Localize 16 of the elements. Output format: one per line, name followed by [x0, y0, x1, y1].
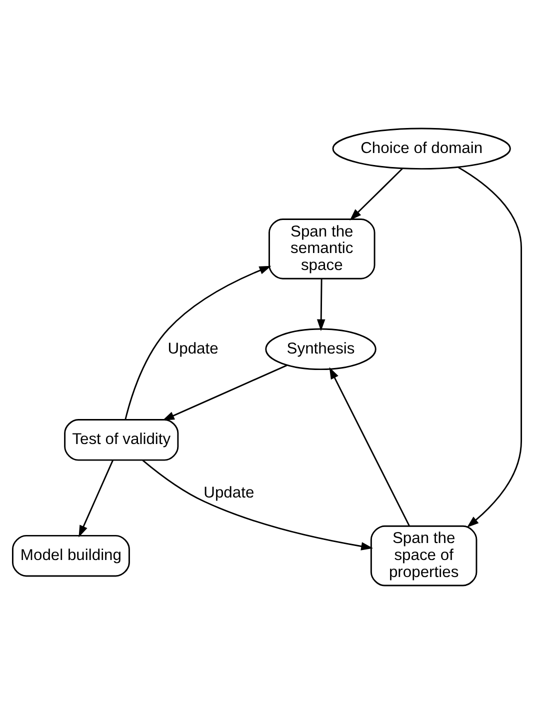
arrow [316, 278, 326, 332]
node-box: Model building [12, 534, 130, 577]
arrow [329, 367, 410, 526]
arrow [350, 168, 403, 220]
arrow [458, 166, 522, 528]
edge-label: Update [204, 484, 254, 502]
node-box: Test of validity [64, 419, 179, 461]
arrow [78, 460, 114, 538]
arrow [142, 460, 374, 550]
node-box: Span the space of properties [370, 525, 478, 586]
node-ellipse: Synthesis [265, 328, 376, 370]
arrow [162, 364, 288, 421]
edge-label: Update [168, 340, 218, 358]
node-box: Span the semantic space [268, 218, 376, 280]
node-ellipse: Choice of domain [332, 128, 511, 170]
arrow [124, 266, 272, 420]
